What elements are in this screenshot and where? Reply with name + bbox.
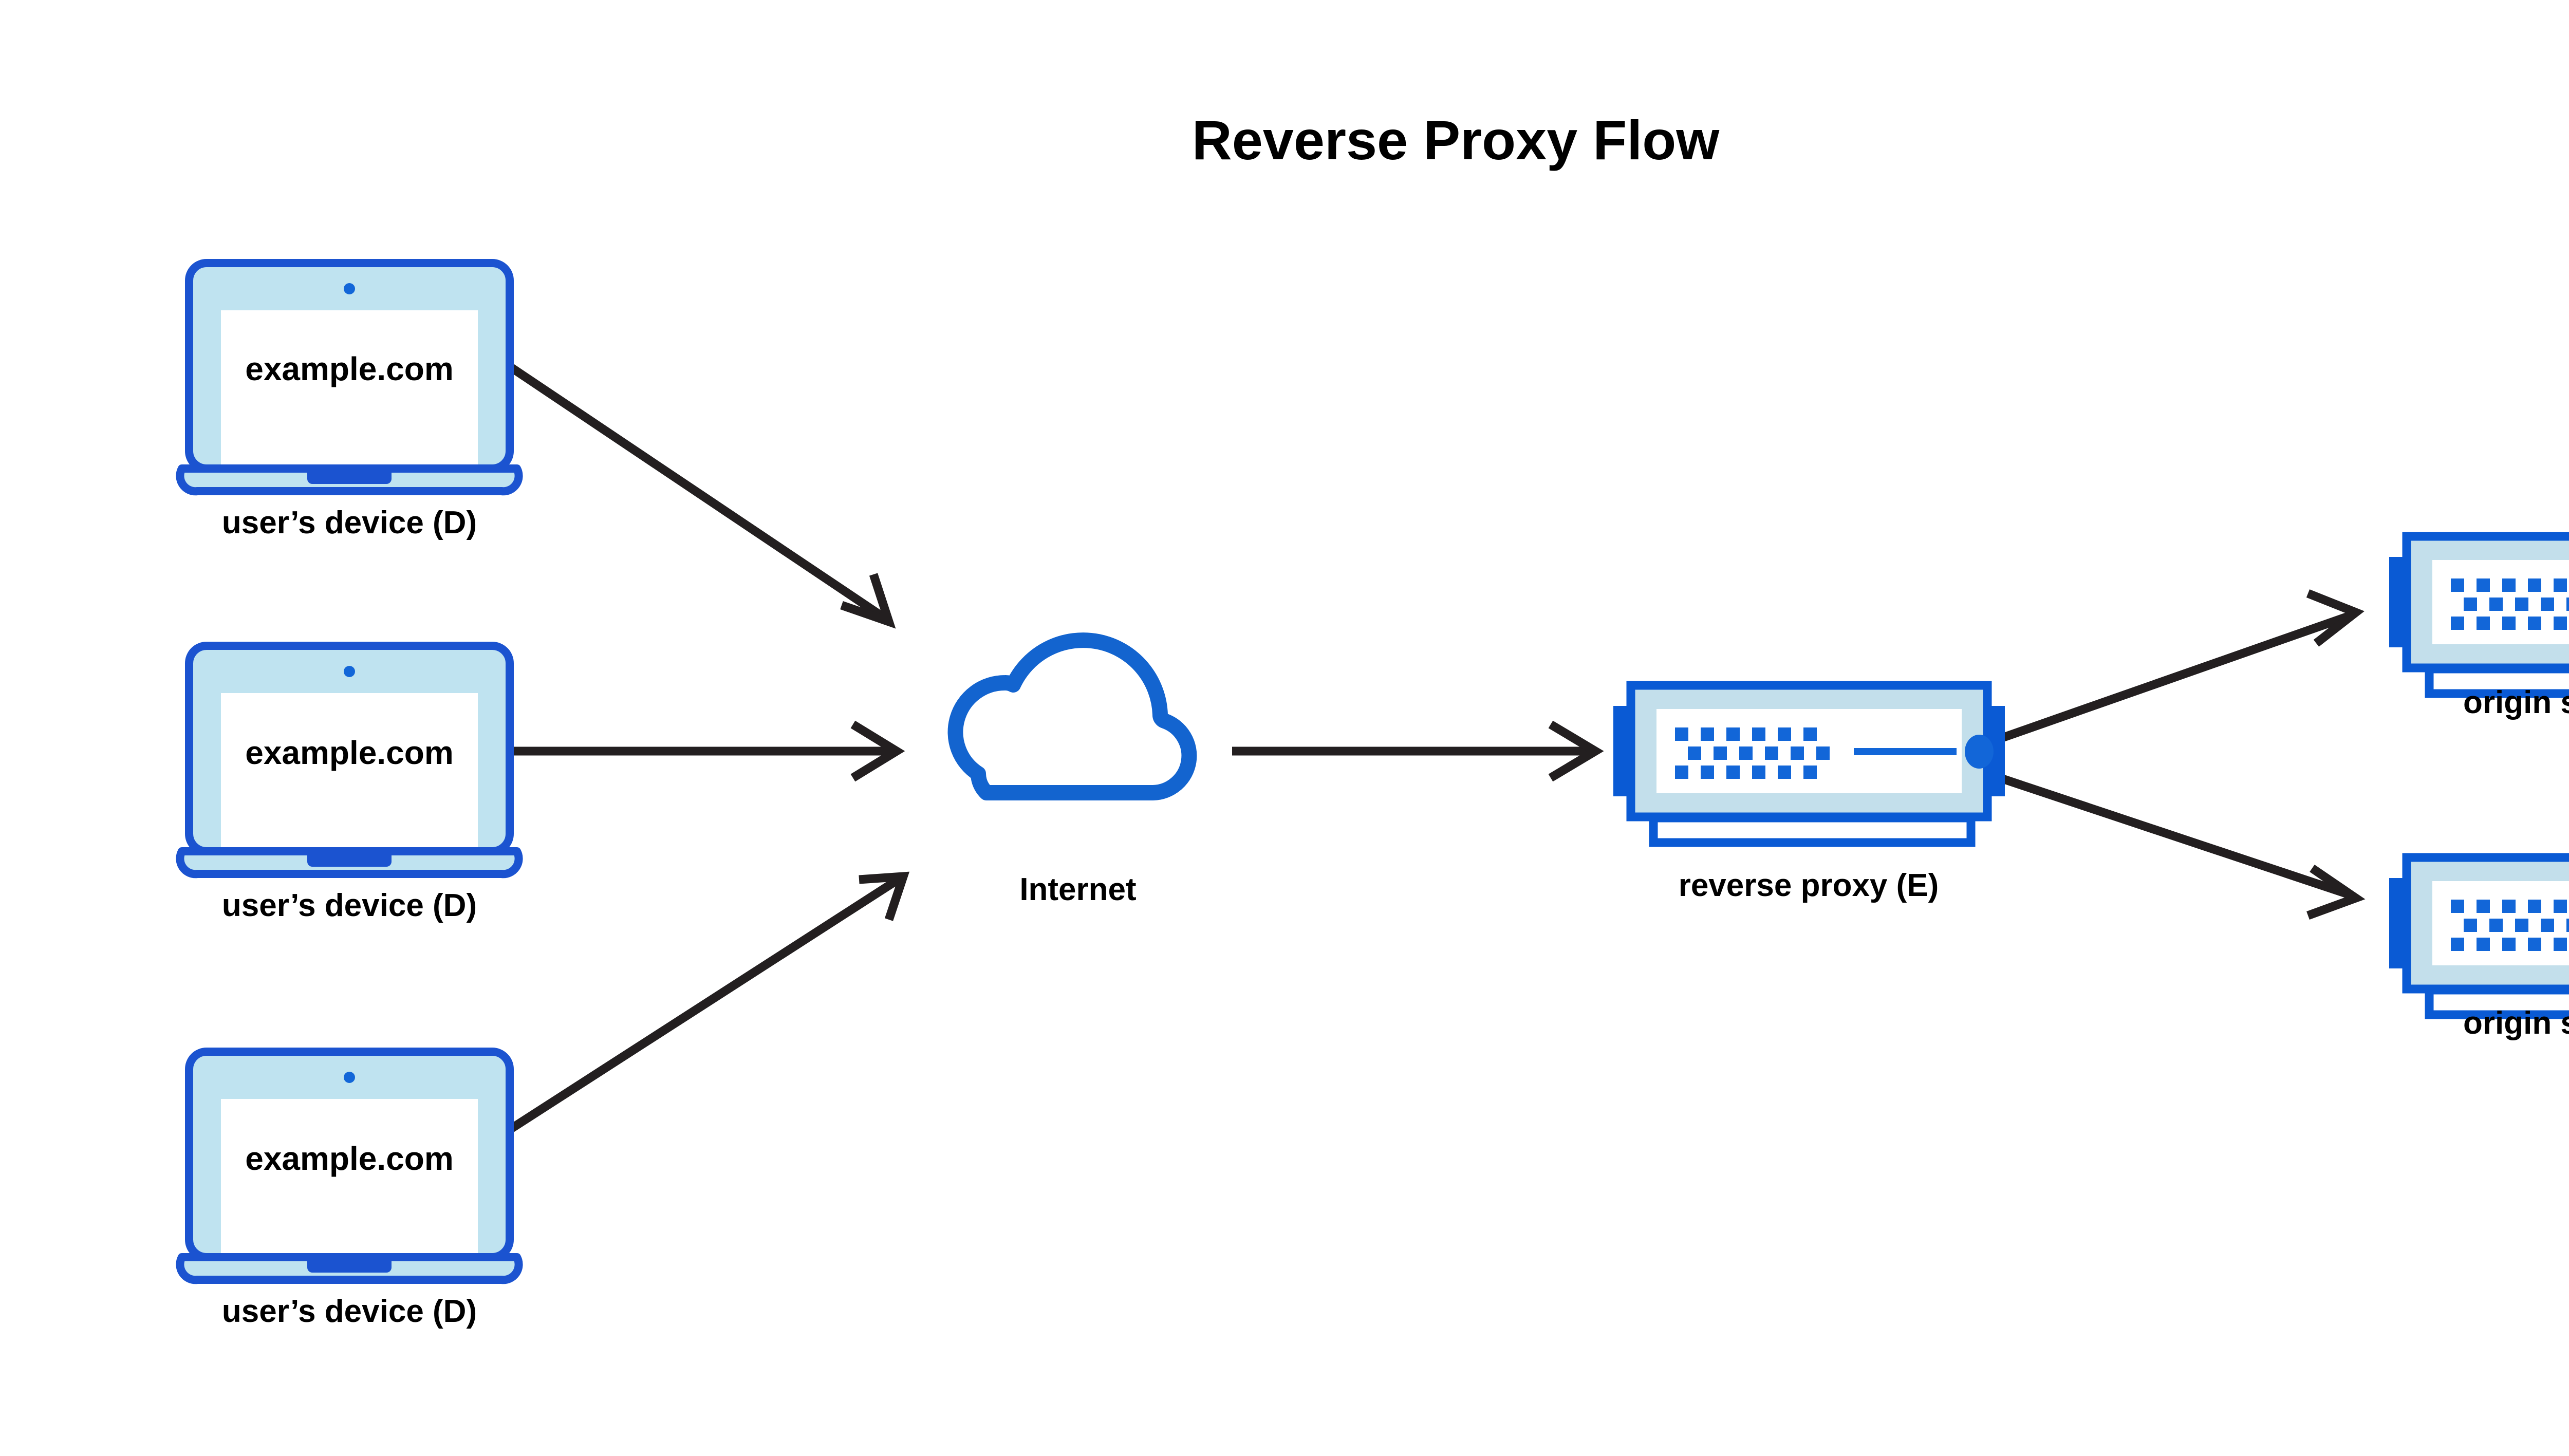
edge-device2-to-internet [509,720,905,782]
node-origin-server-2[interactable]: origin server (F) [2389,857,2569,1041]
reverse-proxy-label: reverse proxy (E) [1679,868,1939,903]
server-icon [1613,685,2005,843]
server-icon [2389,857,2569,1015]
edge-device1-to-internet [506,362,896,629]
device-screen-text: example.com [245,1140,454,1177]
origin-server-label: origin server (F) [2463,685,2569,720]
device-label: user’s device (D) [222,1294,477,1329]
server-icon [2389,536,2569,694]
origin-server-label: origin server (F) [2463,1005,2569,1041]
device-screen-text: example.com [245,350,454,387]
node-user-device-3[interactable]: example.com user’s device (D) [180,1052,518,1329]
device-screen-text: example.com [245,734,454,771]
node-user-device-2[interactable]: example.com user’s device (D) [180,646,518,923]
edge-group [506,362,2366,1134]
node-user-device-1[interactable]: example.com user’s device (D) [180,263,518,540]
internet-label: Internet [1019,872,1136,907]
node-reverse-proxy[interactable]: reverse proxy (E) [1613,685,2005,903]
edge-internet-to-proxy [1232,720,1604,782]
cloud-icon [956,640,1189,793]
device-label: user’s device (D) [222,505,477,540]
edge-device3-to-internet [506,871,910,1134]
node-origin-server-1[interactable]: origin server (F) [2389,536,2569,720]
edge-proxy-to-origin2 [1992,771,2366,920]
page-title: Reverse Proxy Flow [1192,109,1720,171]
node-internet[interactable]: Internet [956,640,1189,907]
device-label: user’s device (D) [222,888,477,923]
edge-proxy-to-origin1 [1992,589,2365,745]
